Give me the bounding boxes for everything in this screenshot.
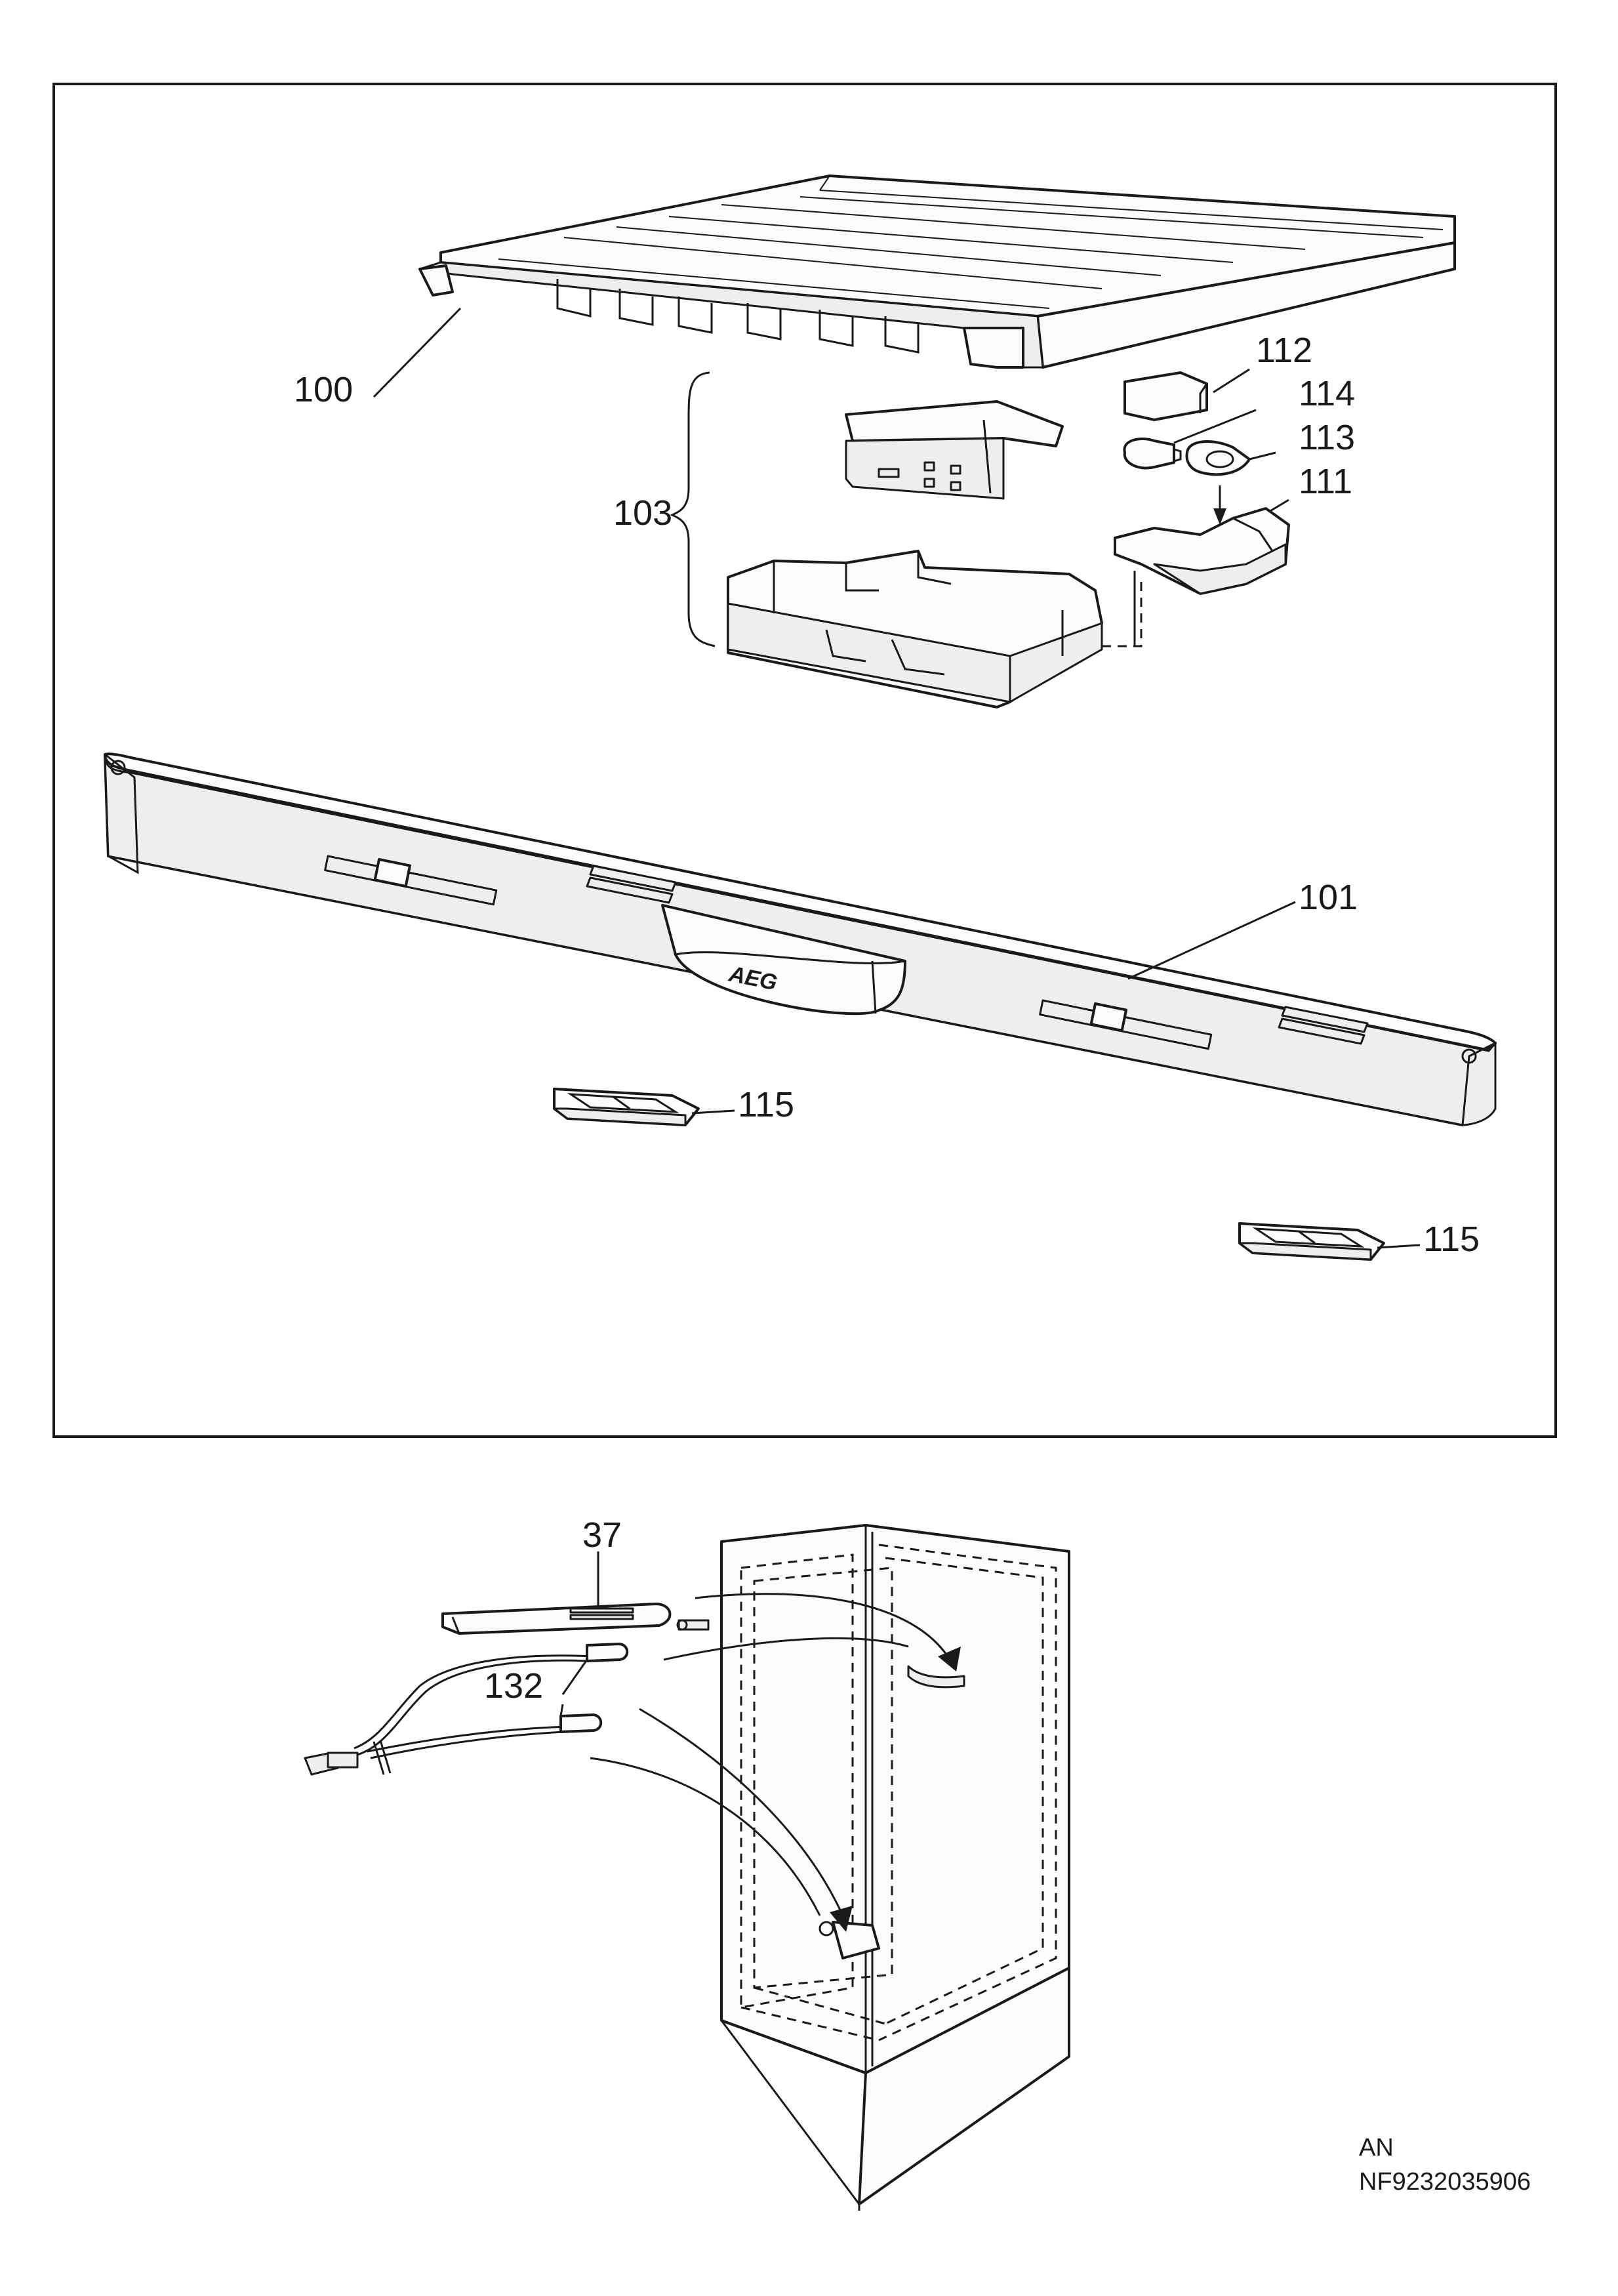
callout-113: 113	[1299, 418, 1355, 457]
mounting-arrows	[590, 1593, 961, 1932]
callout-112: 112	[1256, 331, 1312, 370]
callout-115-left: 115	[738, 1085, 794, 1124]
callout-103: 103	[613, 493, 672, 533]
upper-assembly-frame	[52, 83, 1557, 1438]
control-housing-part	[670, 371, 1143, 708]
callout-111: 111	[1299, 462, 1352, 501]
cabinet-installation-view	[720, 1524, 1070, 2211]
variant-code: AN	[1359, 2134, 1394, 2162]
front-panel-part	[104, 752, 1497, 1126]
callout-115-right: 115	[1423, 1220, 1480, 1259]
top-cover-part	[373, 174, 1456, 398]
callout-114: 114	[1299, 374, 1355, 413]
part-number-code: NF9232035906	[1359, 2168, 1531, 2196]
clip-part-115-right	[1238, 1222, 1421, 1261]
callout-100: 100	[294, 370, 353, 409]
clip-part-115-left	[553, 1088, 735, 1126]
callout-37: 37	[582, 1515, 622, 1555]
callout-101: 101	[1299, 878, 1358, 917]
lamp-assembly-parts	[1114, 368, 1290, 646]
callout-132: 132	[484, 1666, 543, 1706]
sensor-cable-part	[304, 1643, 629, 1776]
sensor-probe-part	[441, 1551, 710, 1635]
